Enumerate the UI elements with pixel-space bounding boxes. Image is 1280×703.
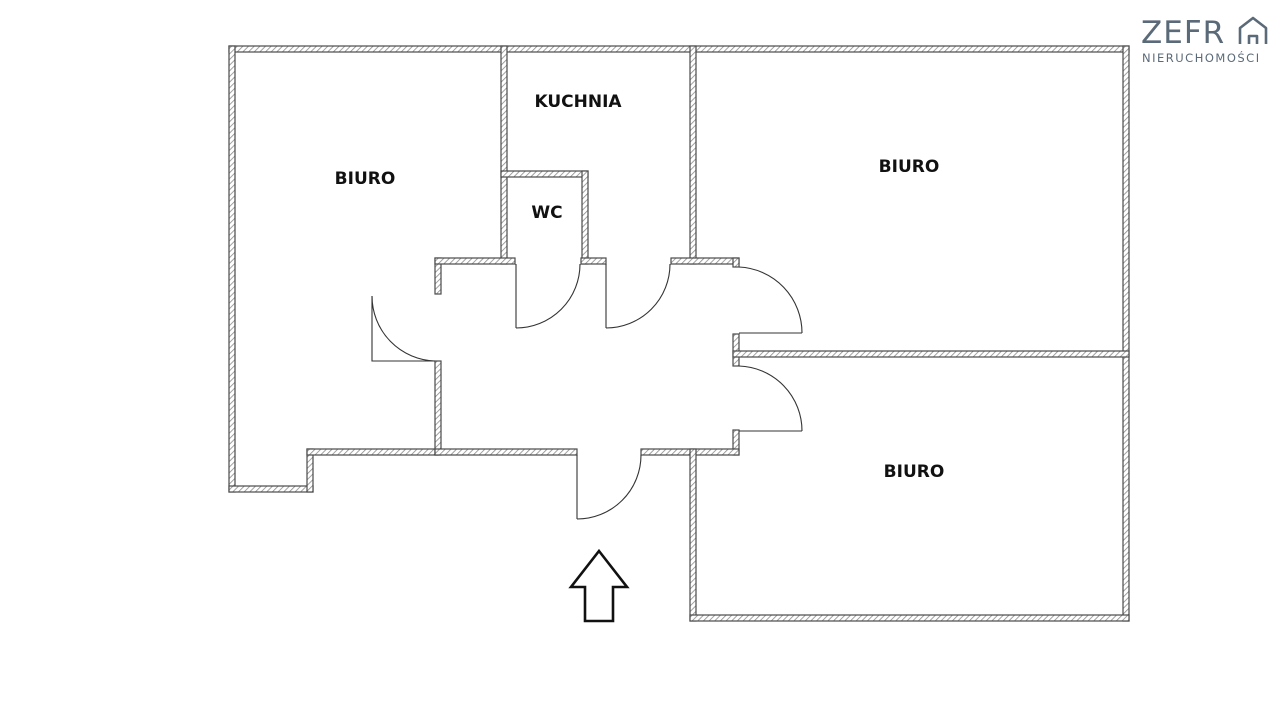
door-entrance [576,454,642,520]
wall-hall-top-left [434,257,516,265]
wall-wc-top [500,170,589,178]
door-top-right-office [738,266,803,334]
door-left-office [371,295,436,362]
wall-partition-kitchen-right [689,45,697,265]
wall-wc-right [581,170,589,265]
wall-top [228,45,1130,53]
wall-hall-right-top [732,257,740,268]
door-bottom-right-office [738,365,803,432]
room-label-kitchen: KUCHNIA [534,92,622,112]
logo-wordmark: ZEFR [1141,15,1225,51]
room-label-left-office: BIURO [335,169,396,189]
wall-right [1122,45,1130,622]
wall-bottom-office-bottom [689,614,1130,622]
house-roof-icon [1238,16,1268,44]
wall-hall-top-mid [580,257,607,265]
wall-partition-kitchen-left [500,45,508,265]
wall-partition-right-offices [732,350,1130,358]
wall-bottom-office-left [689,448,697,622]
door-wc [515,263,581,329]
wall-left-step-top [306,448,439,456]
wall-left-bottom [228,485,314,493]
logo: ZEFR NIERUCHOMOŚCI [1141,15,1268,65]
walls [228,45,1130,622]
up-arrow-icon [568,548,630,623]
room-label-top-right-office: BIURO [879,157,940,177]
wall-hall-left-lower [434,360,442,456]
room-label-bottom-right-office: BIURO [884,462,945,482]
doors [371,263,803,520]
logo-subtitle: NIERUCHOMOŚCI [1142,50,1261,65]
room-label-wc: WC [531,203,562,223]
wall-hall-bottom-left [434,448,578,456]
wall-hall-right-mid [732,333,740,367]
wall-hall-top-right [670,257,740,265]
wall-left [228,45,236,493]
door-kitchen [605,263,671,329]
